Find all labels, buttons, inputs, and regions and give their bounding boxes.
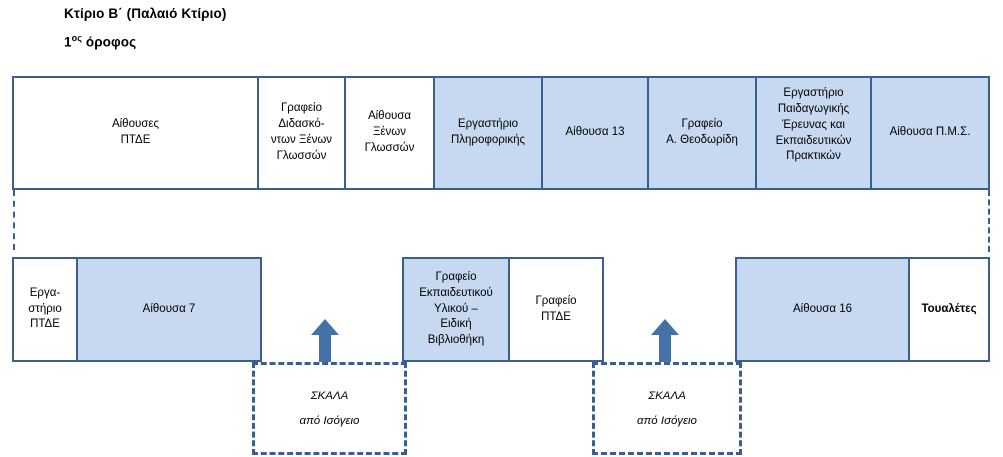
room-ergastirio-pliroforikis[interactable]: Εργαστήριο Πληροφορικής <box>433 76 543 190</box>
room-label: Αίθουσα 13 <box>565 126 625 139</box>
room-label: Αίθουσες ΠΤΔΕ <box>111 118 160 146</box>
room-aithousa-13[interactable]: Αίθουσα 13 <box>541 76 649 190</box>
arrow-up-icon <box>651 319 679 362</box>
arrow-up-icon <box>311 319 339 362</box>
page-title-floor: 1ος όροφος <box>64 33 136 50</box>
floor-number: 1 <box>64 34 72 50</box>
page-title-building: Κτίριο Β΄ (Παλαιό Κτίριο) <box>64 6 227 21</box>
room-aithousa-7[interactable]: Αίθουσα 7 <box>76 257 262 362</box>
room-label: Γραφείο Α. Θεοδωρίδη <box>666 118 738 146</box>
room-ergastirio-ptde[interactable]: Εργα- στήριο ΠΤΔΕ <box>12 257 78 362</box>
corridor-left-dashed-edge <box>13 190 15 250</box>
room-aithousa-pms[interactable]: Αίθουσα Π.Μ.Σ. <box>870 76 990 190</box>
room-label: Γραφείο Διδασκό- ντων Ξένων Γλωσσών <box>270 102 333 162</box>
stair-title: ΣΚΑΛΑ <box>648 390 686 402</box>
corridor-right-dashed-edge <box>988 190 990 252</box>
room-grafeio-ekpaideftikou-ylikou[interactable]: Γραφείο Εκπαιδευτικού Υλικού – Ειδική Βι… <box>402 257 510 362</box>
stair-subtitle: από Ισόγειο <box>637 415 697 427</box>
room-label: Εργαστήριο Παιδαγωγικής Έρευνας και Εκπα… <box>775 87 852 163</box>
room-grafeio-ptde[interactable]: Γραφείο ΠΤΔΕ <box>508 257 604 362</box>
room-label: Αίθουσα 7 <box>142 302 196 315</box>
room-label: Αίθουσα Ξένων Γλωσσών <box>364 110 415 154</box>
room-ergastirio-paidagogikis-erevnas[interactable]: Εργαστήριο Παιδαγωγικής Έρευνας και Εκπα… <box>755 76 872 190</box>
room-aithousa-16[interactable]: Αίθουσα 16 <box>735 257 910 362</box>
room-label: Εργαστήριο Πληροφορικής <box>450 118 526 146</box>
stair-title: ΣΚΑΛΑ <box>310 390 349 402</box>
room-label: Γραφείο Εκπαιδευτικού Υλικού – Ειδική Βι… <box>419 270 493 347</box>
floor-ordinal-suffix: ος <box>71 33 82 43</box>
stair-arrow-up-left <box>310 318 340 362</box>
room-aithousa-xenon-glosson[interactable]: Αίθουσα Ξένων Γλωσσών <box>344 76 435 190</box>
room-label: Τουαλέτες <box>921 302 977 315</box>
stair-box-right[interactable]: ΣΚΑΛΑ από Ισόγειο <box>592 362 742 455</box>
room-label: Αίθουσα Π.Μ.Σ. <box>889 126 971 139</box>
room-toualetes[interactable]: Τουαλέτες <box>908 257 990 362</box>
stair-subtitle: από Ισόγειο <box>299 415 360 427</box>
stair-box-left[interactable]: ΣΚΑΛΑ από Ισόγειο <box>252 362 407 455</box>
room-aithouses-ptde[interactable]: Αίθουσες ΠΤΔΕ <box>12 76 259 190</box>
room-label: Αίθουσα 16 <box>792 302 853 315</box>
room-label: Εργα- στήριο ΠΤΔΕ <box>28 286 62 331</box>
room-grafeio-a-theodoridi[interactable]: Γραφείο Α. Θεοδωρίδη <box>647 76 757 190</box>
floor-word: όροφος <box>82 34 137 50</box>
stair-arrow-up-right <box>650 318 680 362</box>
room-label: Γραφείο ΠΤΔΕ <box>535 294 577 323</box>
room-grafeio-didaskonton-xenon-glosson[interactable]: Γραφείο Διδασκό- ντων Ξένων Γλωσσών <box>257 76 346 190</box>
